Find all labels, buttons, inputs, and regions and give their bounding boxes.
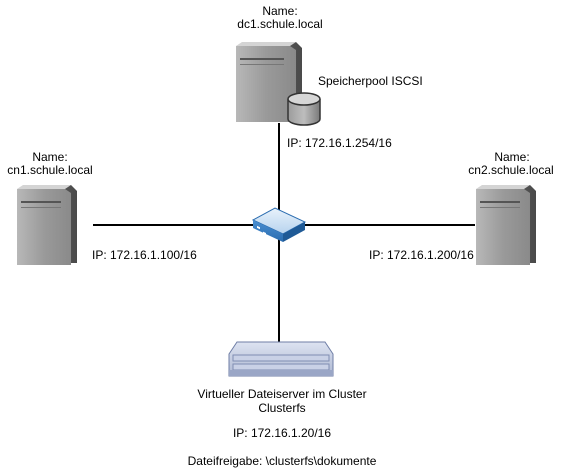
tower-server-icon: [476, 185, 536, 265]
connection-lines: [93, 123, 475, 342]
dc1-ip: IP: 172.16.1.254/16: [287, 136, 392, 150]
dc1-hostname: dc1.schule.local: [237, 17, 323, 31]
cn1-name-label: Name:: [32, 150, 68, 164]
tower-server-icon: [236, 42, 302, 122]
cn1-ip: IP: 172.16.1.100/16: [92, 248, 197, 262]
cluster-name: Clusterfs: [258, 401, 306, 415]
rack-server-icon: [228, 341, 334, 377]
cn2-name-label: Name:: [494, 150, 530, 164]
cluster-title: Virtueller Dateiserver im Cluster: [197, 387, 367, 401]
storage-pool-label: Speicherpool ISCSI: [318, 74, 423, 88]
file-share-path: Dateifreigabe: \clusterfs\dokumente: [187, 454, 377, 468]
cn2-hostname: cn2.schule.local: [468, 163, 554, 177]
cn2-ip: IP: 172.16.1.200/16: [369, 248, 474, 262]
cn1-hostname: cn1.schule.local: [7, 163, 93, 177]
tower-server-icon: [17, 185, 77, 265]
database-cylinder-icon: [287, 92, 321, 126]
cluster-ip: IP: 172.16.1.20/16: [232, 426, 332, 440]
dc1-name-label: Name:: [262, 4, 298, 18]
network-switch-icon: [251, 207, 307, 242]
